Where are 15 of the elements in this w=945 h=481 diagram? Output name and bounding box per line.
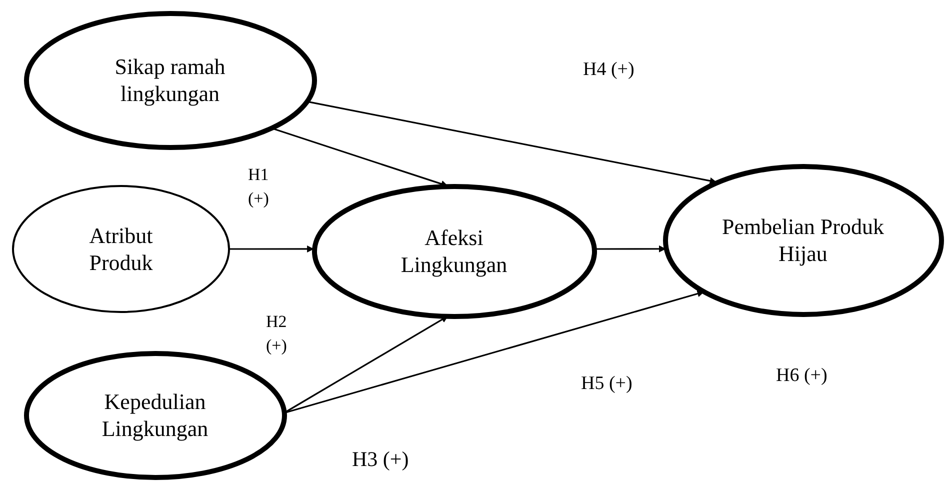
hypothesis-label: H4 (+)	[583, 58, 636, 82]
construct-label: Atribut Produk	[88, 222, 154, 276]
hypothesis-label: H3 (+)	[352, 447, 410, 471]
construct-ellipse	[24, 10, 316, 150]
construct-label: Pembelian Produk Hijau	[721, 213, 885, 267]
hypothesis-label: H6 (+)	[776, 364, 828, 388]
construct-ellipse	[312, 184, 596, 318]
construct-label: Sikap ramah lingkungan	[114, 53, 226, 107]
hypothesis-label: H2 (+)	[266, 311, 288, 357]
construct-ellipse	[12, 185, 230, 313]
hypothesis-label: H1 (+)	[248, 164, 270, 210]
construct-label: Afeksi Lingkungan	[400, 224, 508, 278]
construct-label: Kepedulian Lingkungan	[100, 388, 210, 442]
hypothesis-label: H5 (+)	[581, 372, 634, 396]
construct-ellipse	[662, 164, 944, 316]
